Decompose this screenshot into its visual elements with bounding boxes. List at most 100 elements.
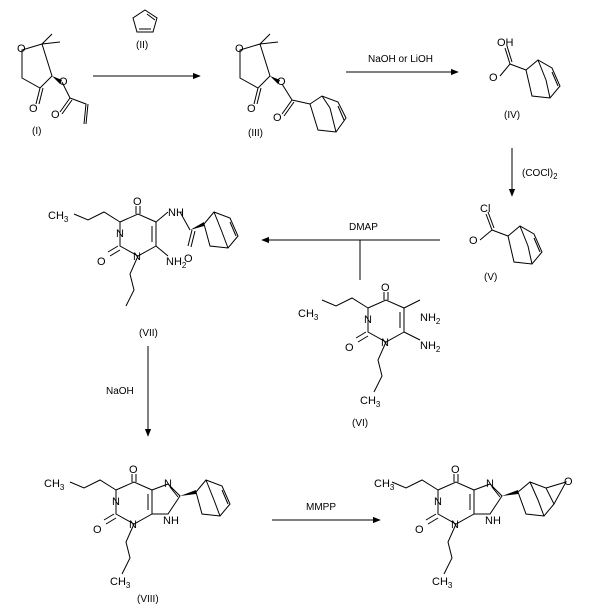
atom-O: O <box>97 256 106 268</box>
atom-N: N <box>451 519 459 531</box>
pyrimidine-ring <box>367 299 405 343</box>
atom-CH2: CH3 <box>374 478 395 492</box>
acrylate-chain <box>59 81 89 125</box>
atom-NH: NH <box>485 515 501 527</box>
atom-O: O <box>59 76 68 88</box>
atom-O: O <box>184 253 193 265</box>
atom-NH2: NH2 <box>420 312 441 326</box>
gem-dimethyl <box>259 33 279 45</box>
pyrimidine-ring <box>119 213 157 257</box>
atom-O: O <box>273 112 282 124</box>
atom-N: N <box>434 496 442 508</box>
stereo-wedge <box>270 76 280 84</box>
carbonyls <box>107 206 141 257</box>
atom-N: N <box>129 519 137 531</box>
atom-NH: NH <box>168 207 184 219</box>
atom-NH: NH <box>420 340 436 352</box>
atom-subscript-2: 2 <box>182 261 187 270</box>
atom-NH2: NH2 <box>420 340 441 354</box>
atom-NH2: NH2 <box>166 256 187 270</box>
compound-label-VI: (VI) <box>352 418 368 429</box>
atom-O: O <box>247 103 256 115</box>
atom-subscript-2: 2 <box>436 317 441 326</box>
norbornene <box>203 211 239 249</box>
norbornene <box>195 479 231 517</box>
atom-O: O <box>277 76 286 88</box>
substituent-bonds <box>151 211 169 257</box>
ketone-bond <box>253 87 262 105</box>
atom-subscript-2: 2 <box>436 345 441 354</box>
atom-Cl: Cl <box>480 203 490 215</box>
atom-O: O <box>133 196 142 208</box>
compound-I: O O O O (I) <box>17 33 89 137</box>
atom-N: N <box>116 228 124 240</box>
atom-N: N <box>133 251 141 263</box>
propyl-chains <box>391 479 457 575</box>
atom-N: N <box>112 496 120 508</box>
atom-subscript-3: 3 <box>126 581 131 590</box>
atom-subscript-3: 3 <box>448 581 453 590</box>
atom-O: O <box>345 342 354 354</box>
atom-NH: NH <box>166 256 182 268</box>
atom-O: O <box>51 109 60 121</box>
diene-bonds <box>139 13 156 30</box>
stereo-wedge <box>502 490 518 496</box>
reagent-step5: NaOH <box>106 386 134 397</box>
atom-CH: CH <box>298 308 314 320</box>
amino-bonds <box>399 299 421 341</box>
pyrimidine-ring <box>115 481 153 525</box>
compound-II: (II) <box>132 9 158 51</box>
atom-O: O <box>235 43 244 55</box>
compound-label-V: (V) <box>484 272 497 283</box>
atom-subscript-3: 3 <box>314 313 319 322</box>
stereo-wedge <box>52 76 62 84</box>
atom-CH3: CH3 <box>360 395 381 409</box>
ketone-bond <box>35 87 44 105</box>
norbornene <box>309 95 347 133</box>
compound-III: O O O O (III) <box>235 33 347 139</box>
carboxyl <box>499 45 513 77</box>
propyl-chains <box>73 211 139 307</box>
atom-CH: CH <box>374 478 390 490</box>
atom-NH: NH <box>163 515 179 527</box>
amide <box>179 211 196 248</box>
atom-CH: CH <box>48 210 64 222</box>
reagent-step2: NaOH or LiOH <box>368 54 433 65</box>
atom-CH: CH <box>44 478 60 490</box>
atom-N: N <box>381 337 389 349</box>
compound-label-VII: (VII) <box>139 328 158 339</box>
carbonyls <box>425 474 459 525</box>
propyl-chains <box>69 479 135 575</box>
atom-O: O <box>129 464 138 476</box>
compound-label-IV: (IV) <box>504 110 520 121</box>
compound-product: O O N N N NH O CH3 CH3 <box>374 464 573 590</box>
atom-CH: CH <box>360 395 376 407</box>
compound-VII: O O N N NH O NH2 CH3 (VII) <box>48 196 239 339</box>
acyl-link <box>491 229 509 237</box>
atom-CH: CH <box>432 576 448 588</box>
compound-IV: OH O (IV) <box>489 37 561 121</box>
carbonyls <box>355 292 389 343</box>
reagent-step4: DMAP <box>349 222 378 233</box>
atom-CH3: CH3 <box>298 308 319 322</box>
atom-O: O <box>415 524 424 536</box>
compound-label-II: (II) <box>136 40 148 51</box>
compound-label-I: (I) <box>32 126 41 137</box>
atom-O: O <box>469 235 478 247</box>
gem-dimethyl <box>41 33 61 45</box>
atom-subscript-3: 3 <box>390 483 395 492</box>
epoxide <box>545 481 568 505</box>
compound-label-III: (III) <box>248 128 263 139</box>
lactone-ring <box>239 43 271 89</box>
compound-V: Cl O (V) <box>469 203 543 283</box>
pyrimidine-ring <box>437 481 475 525</box>
atom-CH3: CH3 <box>110 576 131 590</box>
norbornene <box>525 59 561 99</box>
atom-subscript-3: 3 <box>64 215 69 224</box>
atom-CH3: CH3 <box>44 478 65 492</box>
compound-VIII: O O N N N NH CH3 CH3 (VIII) <box>44 464 231 605</box>
stereo-wedge <box>190 222 204 230</box>
propyl-chains <box>321 297 387 393</box>
atom-O: O <box>489 72 498 84</box>
